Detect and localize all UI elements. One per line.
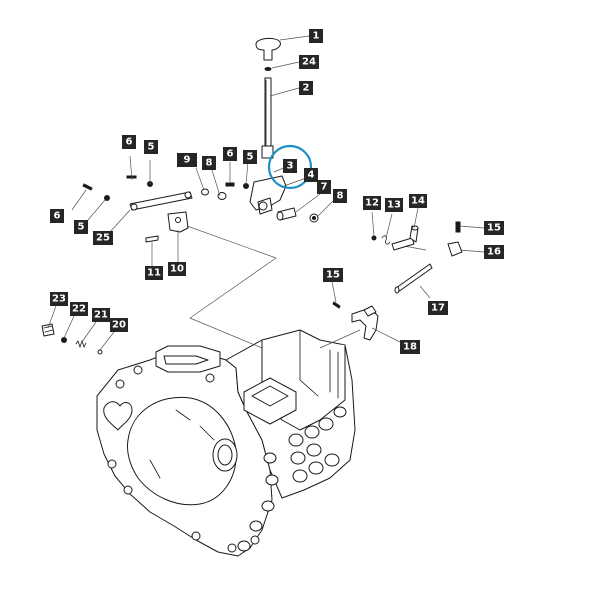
svg-text:18: 18 — [403, 342, 417, 353]
svg-text:10: 10 — [170, 264, 184, 275]
callout-20[interactable]: 20 — [110, 318, 128, 332]
selector-parts — [332, 221, 463, 341]
svg-text:25: 25 — [96, 233, 110, 244]
assembly-guide-lines — [175, 221, 427, 349]
svg-text:16: 16 — [487, 247, 501, 258]
svg-text:8: 8 — [337, 191, 344, 202]
callout-11[interactable]: 10 — [168, 262, 186, 276]
callout-5-left[interactable]: 5 — [74, 220, 88, 234]
callout-19[interactable]: 18 — [400, 340, 420, 354]
callout-4[interactable]: 4 — [304, 168, 318, 182]
callout-6-left[interactable]: 6 — [50, 209, 64, 223]
svg-text:11: 11 — [147, 268, 161, 279]
svg-text:6: 6 — [227, 149, 234, 160]
svg-text:15: 15 — [326, 270, 340, 281]
svg-text:15: 15 — [487, 223, 501, 234]
leader-lines — [47, 35, 485, 351]
svg-text:4: 4 — [308, 170, 315, 181]
svg-text:2: 2 — [303, 83, 310, 94]
left-small-parts — [41, 323, 103, 355]
svg-text:17: 17 — [431, 303, 445, 314]
callout-21[interactable]: 21 — [92, 308, 110, 322]
svg-text:13: 13 — [387, 200, 401, 211]
svg-text:7: 7 — [321, 182, 328, 193]
callout-6-mid[interactable]: 6 — [223, 147, 237, 161]
svg-text:23: 23 — [52, 294, 66, 305]
callout-22[interactable]: 22 — [70, 302, 88, 316]
callout-13[interactable]: 12 — [363, 196, 381, 210]
callout-16-right[interactable]: 15 — [484, 221, 504, 235]
callout-5-mid[interactable]: 5 — [243, 150, 257, 164]
svg-text:3: 3 — [287, 161, 294, 172]
callout-15[interactable]: 14 — [409, 194, 427, 208]
callout-24[interactable]: 24 — [299, 55, 319, 69]
svg-text:5: 5 — [247, 152, 254, 163]
svg-text:21: 21 — [94, 310, 108, 321]
svg-text:20: 20 — [112, 320, 126, 331]
callout-17[interactable]: 16 — [484, 245, 504, 259]
linkage-parts — [82, 175, 319, 243]
svg-text:6: 6 — [54, 211, 61, 222]
svg-text:8: 8 — [206, 158, 213, 169]
callout-9[interactable]: 8 — [202, 156, 216, 170]
svg-text:22: 22 — [72, 304, 86, 315]
callout-2[interactable]: 2 — [299, 81, 313, 95]
callout-16-mid[interactable]: 15 — [323, 268, 343, 282]
shift-lever-assembly — [249, 37, 287, 215]
svg-text:6: 6 — [126, 137, 133, 148]
callout-7[interactable]: 7 — [317, 180, 331, 194]
svg-text:9: 9 — [184, 155, 191, 166]
callout-tags: 1 24 2 3 4 7 8 6 5 9 8 6 5 6 5 25 11 10 … — [50, 29, 504, 354]
svg-text:24: 24 — [302, 57, 316, 68]
callout-1[interactable]: 1 — [309, 29, 323, 43]
callout-25[interactable]: 25 — [93, 231, 113, 245]
callout-18[interactable]: 17 — [428, 301, 448, 315]
svg-text:1: 1 — [313, 31, 320, 42]
svg-text:14: 14 — [411, 196, 425, 207]
transmission-housing — [96, 329, 356, 557]
callout-5-top[interactable]: 5 — [144, 140, 158, 154]
callout-10[interactable]: 9 — [177, 153, 197, 167]
callout-12[interactable]: 11 — [145, 266, 163, 280]
svg-text:12: 12 — [365, 198, 379, 209]
side-boss-cluster — [237, 406, 347, 552]
svg-text:5: 5 — [148, 142, 155, 153]
svg-text:5: 5 — [78, 222, 85, 233]
highlight-ring — [267, 144, 313, 190]
callout-6-top[interactable]: 6 — [122, 135, 136, 149]
callout-14[interactable]: 13 — [385, 198, 403, 212]
callout-8[interactable]: 8 — [333, 189, 347, 203]
callout-3[interactable]: 3 — [283, 159, 297, 173]
callout-23[interactable]: 23 — [50, 292, 68, 306]
